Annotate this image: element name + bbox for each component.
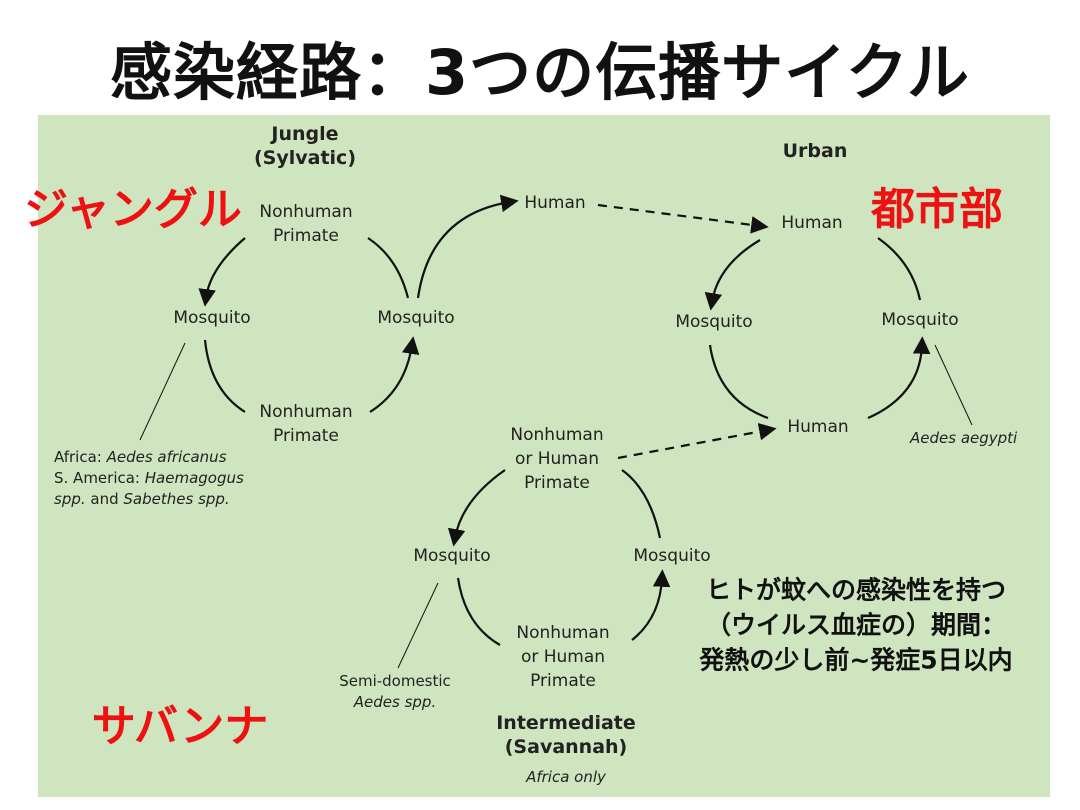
savannah-top-node: Nonhuman or Human Primate [510,425,604,493]
label-savannah-jp: サバンナ [91,701,269,752]
arrow [198,237,246,307]
arrow [877,237,922,301]
note-species: Aedes spp. [353,693,437,711]
urban-bottom-node: Human [787,417,849,437]
urban-species-note: Aedes aegypti [910,429,1018,447]
savannah-mosquito-line [397,582,439,669]
savannah-bottom-node: Nonhuman or Human Primate [516,623,610,691]
note-species: Haemagogus [144,469,244,487]
savannah-title-2: (Savannah) [504,736,628,758]
note-species: spp. [54,490,86,508]
arrow [456,577,501,646]
note-text: S. America: [54,469,145,487]
jungle-title-2: (Sylvatic) [253,147,357,169]
note-text: Semi-domestic [339,672,451,690]
arrow [867,336,931,420]
arrow [203,339,246,413]
arrow [621,469,662,539]
note-species: Aedes africanus [106,448,227,466]
arrow [708,344,769,420]
savannah-subtitle: Africa only [526,768,606,786]
jungle-title-1: Jungle [271,123,339,145]
arrow [416,194,519,299]
savannah-title-1: Intermediate [496,712,636,734]
label-jungle-jp: ジャングル [24,184,242,235]
savannah-right-node: Mosquito [633,546,711,566]
urban-right-node: Mosquito [881,310,959,330]
label-urban-jp: 都市部 [871,184,1003,235]
arrow [447,469,506,547]
bridge-human-node: Human [524,193,586,213]
dashed-arrow [597,203,769,234]
arrow [631,569,671,641]
savannah-title: Intermediate(Savannah) [496,711,636,759]
savannah-left-node: Mosquito [413,546,491,566]
viremia-line-3: 発熱の少し前~発症5日以内 [699,645,1013,675]
dashed-arrow [617,422,777,460]
note-text: Africa: [54,448,107,466]
arrow [369,336,420,413]
jungle-top-node: Nonhuman Primate [259,202,353,246]
jungle-title: Jungle(Sylvatic) [254,122,356,170]
urban-left-node: Mosquito [675,312,753,332]
viremia-line-1: ヒトが蚊への感染性を持つ [705,575,1006,605]
jungle-bottom-node: Nonhuman Primate [259,402,353,446]
arrow [367,237,410,299]
slide-title: 感染経路：3つの伝播サイクル [109,36,971,109]
viremia-note: ヒトが蚊への感染性を持つ （ウイルス血症の）期間： 発熱の少し前~発症5日以内 [699,573,1012,678]
note-text: and [85,490,124,508]
urban-title: Urban [782,140,848,162]
diagram-panel [38,115,1050,797]
jungle-species-note: Africa: Aedes africanus S. America: Haem… [54,447,244,510]
note-species: Sabethes spp. [123,490,230,508]
jungle-left-node: Mosquito [173,308,251,328]
jungle-right-node: Mosquito [377,308,455,328]
urban-mosquito-line [934,344,973,426]
urban-top-node: Human [781,213,843,233]
viremia-line-2: （ウイルス血症の）期間： [705,610,1006,640]
jungle-mosquito-line [139,342,186,441]
arrow [704,239,761,311]
